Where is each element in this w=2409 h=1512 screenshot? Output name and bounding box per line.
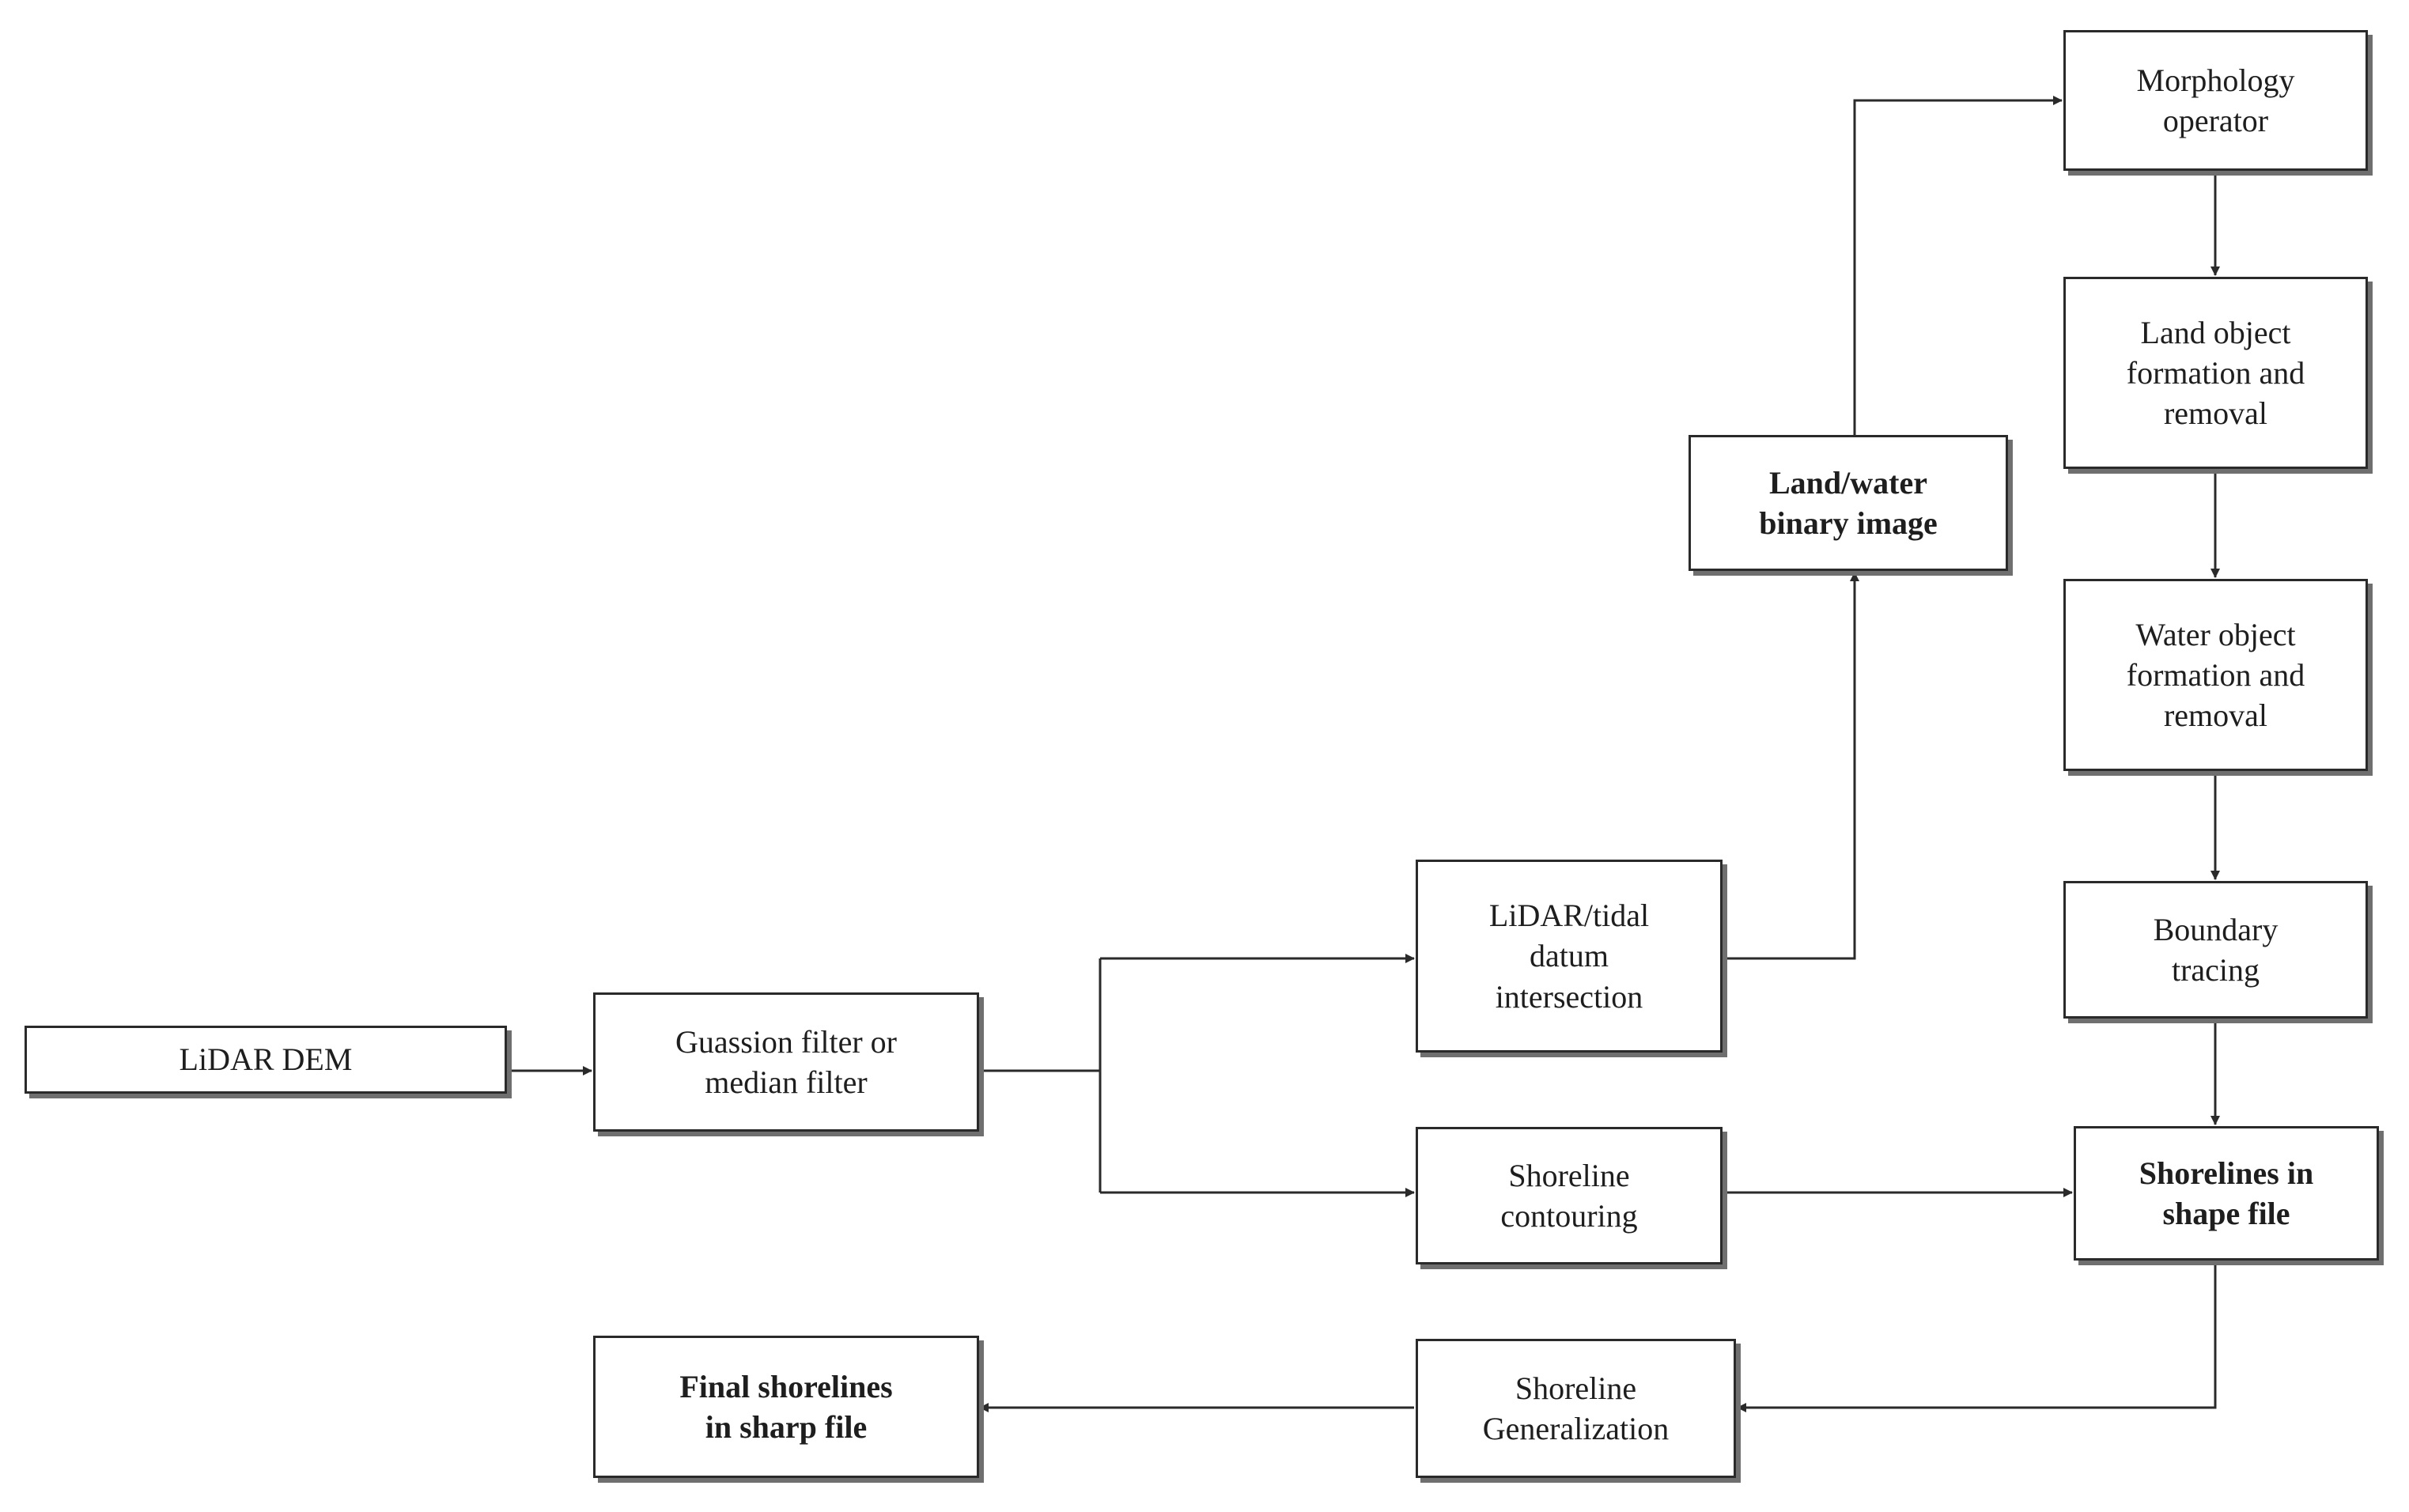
node-land-object: Land object formation and removal [2063,277,2368,469]
node-final: Final shorelines in sharp file [593,1336,979,1478]
node-boundary: Boundary tracing [2063,881,2368,1019]
arrow-shapefile-to-generalization [1737,1261,2217,1412]
arrow-binary-to-morphology [1853,96,2063,435]
node-contouring: Shoreline contouring [1416,1127,1723,1264]
node-binary-image: Land/water binary image [1689,435,2008,571]
arrow-intersection-to-binary [1721,572,1859,960]
node-intersection: LiDAR/tidal datum intersection [1416,860,1723,1053]
node-filter: Guassion filter or median filter [593,992,979,1132]
node-shape-file: Shorelines in shape file [2074,1126,2379,1261]
node-generalization: Shoreline Generalization [1416,1339,1736,1478]
node-lidar-dem: LiDAR DEM [25,1026,507,1094]
node-water-object: Water object formation and removal [2063,579,2368,771]
node-morphology: Morphology operator [2063,30,2368,171]
